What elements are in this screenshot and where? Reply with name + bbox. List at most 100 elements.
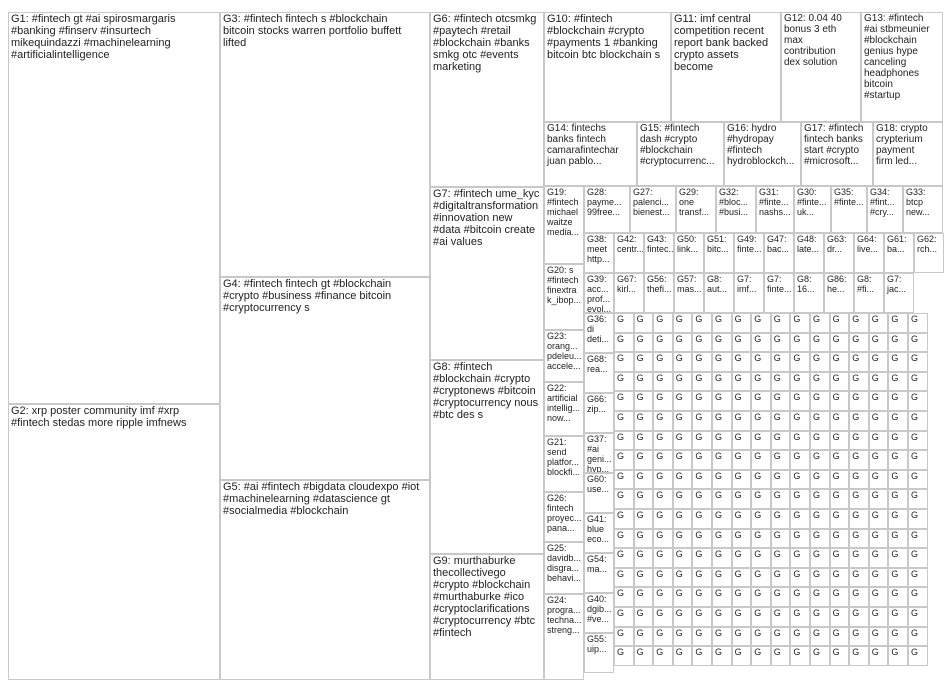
tile-group: G: [888, 430, 908, 451]
tile-label: G: [852, 647, 860, 658]
tile-group: G: [888, 607, 908, 627]
group-panel-small-6: G47: bac...: [764, 233, 794, 273]
tile-label: G: [675, 333, 683, 344]
group-panel-small-30: G40: dgib... #ve...: [584, 593, 614, 633]
group-label-g3: G3: #fintech fintech s #blockchain bitco…: [223, 13, 402, 49]
tile-group: G: [751, 469, 771, 490]
tile-label: G: [656, 549, 664, 560]
tile-group: G: [653, 607, 673, 627]
small-group-label: G47: bac...: [767, 234, 790, 254]
small-group-label: G54: ma...: [587, 554, 608, 574]
tile-label: G: [734, 392, 742, 403]
tile-label: G: [617, 451, 625, 462]
tile-group: G: [692, 371, 712, 392]
group-label-g22: G22: artificial intellig... now...: [547, 383, 581, 423]
tile-group: G: [849, 548, 869, 568]
group-panel-small-13: G67: kirl...: [614, 273, 644, 313]
tile-label: G: [832, 431, 840, 442]
tile-group: G: [712, 646, 732, 666]
tile-group: G: [633, 567, 654, 588]
tile-label: G: [911, 392, 919, 403]
tile-group: G: [653, 352, 673, 372]
tile-group: G: [829, 509, 850, 529]
tile-label: G: [773, 529, 781, 540]
tile-group: G: [712, 528, 732, 549]
tile-label: G: [695, 608, 703, 618]
tile-group: G: [888, 646, 908, 666]
small-group-label: G67: kirl...: [617, 274, 637, 294]
tile-group: G: [614, 450, 634, 470]
tile-label: G: [656, 451, 664, 462]
tile-group: G: [653, 371, 673, 392]
tile-group: G: [868, 371, 889, 392]
tile-label: G: [695, 627, 703, 638]
tile-group: G: [790, 607, 810, 627]
group-panel-small-21: G8: #fi...: [854, 273, 884, 313]
tile-label: G: [715, 608, 723, 618]
group-panel-small-27: G60: use...: [584, 473, 614, 513]
tile-group: G: [731, 352, 752, 372]
tile-group: G: [829, 450, 850, 470]
group-panel-small-23: G36: di deti...: [584, 313, 614, 353]
tile-group: G: [614, 509, 634, 529]
tile-label: G: [891, 353, 899, 364]
tile-label: G: [617, 412, 625, 422]
tile-group: G: [829, 548, 850, 568]
tile-group: G: [790, 548, 810, 568]
tile-label: G: [675, 568, 683, 579]
group-panel-g1: G1: #fintech gt #ai spirosmargaris #bank…: [8, 12, 220, 404]
tile-label: G: [617, 353, 625, 364]
tile-group: G: [692, 548, 712, 568]
tile-group: G: [908, 391, 928, 411]
group-label-g34: G34: #fint... #cry...: [870, 187, 895, 217]
tile-label: G: [911, 451, 919, 462]
group-panel-g9: G9: murthaburke thecollectivego #crypto …: [430, 554, 544, 680]
tile-label: G: [852, 353, 860, 364]
tile-group: G: [653, 489, 673, 509]
tile-group: G: [829, 646, 850, 666]
tile-group: G: [868, 567, 889, 588]
group-panel-small-0: G38: meet http...: [584, 233, 614, 273]
tile-group: G: [790, 489, 810, 509]
small-group-label: G66: zip...: [587, 394, 607, 414]
tile-label: G: [793, 353, 801, 364]
group-label-g30: G30: #finte... uk...: [797, 187, 827, 217]
tile-label: G: [636, 412, 644, 422]
tile-group: G: [888, 313, 908, 333]
tile-label: G: [832, 568, 840, 579]
small-group-label: G8: aut...: [707, 274, 728, 294]
tile-group: G: [731, 626, 752, 647]
tile-group: G: [868, 450, 889, 470]
tile-label: G: [852, 490, 860, 501]
tile-group: G: [692, 567, 712, 588]
tile-group: G: [751, 489, 771, 509]
tile-label: G: [636, 490, 644, 501]
group-panel-g35: G35: #finte...: [831, 186, 867, 233]
tile-label: G: [813, 392, 821, 403]
tile-group: G: [633, 528, 654, 549]
tile-group: G: [810, 371, 830, 392]
group-label-g32: G32: #bloc... #busi...: [719, 187, 749, 217]
tile-group: G: [770, 607, 791, 627]
group-panel-g17: G17: #fintech fintech banks start #crypt…: [801, 122, 873, 186]
tile-label: G: [636, 529, 644, 540]
tile-label: G: [793, 588, 801, 599]
tile-label: G: [617, 627, 625, 638]
tile-group: G: [633, 352, 654, 372]
tile-group: G: [888, 450, 908, 470]
group-panel-g15: G15: #fintech dash #crypto #blockchain #…: [637, 122, 724, 186]
group-panel-small-20: G86: he...: [824, 273, 854, 313]
tile-group: G: [633, 332, 654, 353]
tile-label: G: [617, 333, 625, 344]
tile-label: G: [911, 627, 919, 638]
group-panel-small-22: G7: jac...: [884, 273, 914, 313]
small-group-label: G60: use...: [587, 474, 610, 494]
tile-label: G: [675, 451, 683, 462]
tile-label: G: [734, 529, 742, 540]
tile-group: G: [731, 411, 752, 431]
group-panel-small-7: G48: late...: [794, 233, 824, 273]
tile-group: G: [633, 371, 654, 392]
tile-group: G: [790, 411, 810, 431]
group-panel-g22: G22: artificial intellig... now...: [544, 382, 584, 436]
group-label-g13: G13: #fintech #ai stbmeunier #blockchain…: [864, 13, 930, 101]
